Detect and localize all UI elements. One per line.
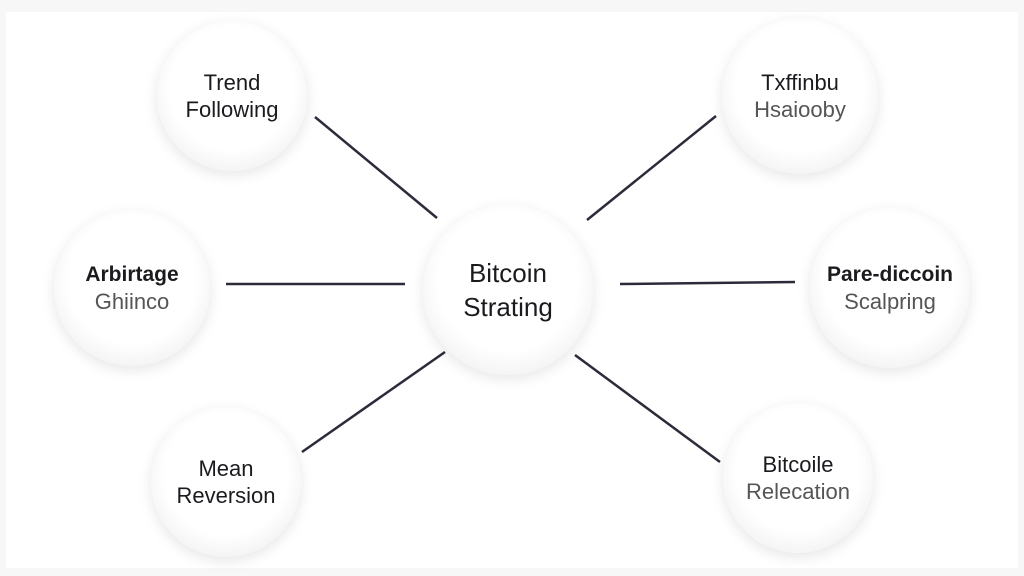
connector-mean-reversion	[301, 350, 446, 454]
node-trend-following: Trend Following	[157, 21, 307, 171]
node-line1: Bitcoile	[762, 452, 834, 477]
node-line1: Pare-diccoin	[826, 263, 954, 286]
connector-trend	[314, 116, 438, 219]
connector-scalping	[619, 280, 796, 286]
connector-top-right	[586, 115, 717, 221]
node-scalping: Pare-diccoin Scalpring	[810, 208, 970, 368]
node-line2: Following	[185, 97, 279, 122]
node-bitcoin-relecation: Bitcoile Relecation	[723, 403, 873, 553]
node-top-right: Txffinbu Hsaiooby	[722, 18, 878, 174]
node-line1: Mean	[198, 456, 254, 481]
node-line2: Hsaiooby	[754, 97, 846, 122]
node-line2: Relecation	[746, 479, 850, 504]
center-line2: Strating	[463, 292, 553, 322]
node-line2: Ghiinco	[94, 289, 170, 314]
node-arbitrage: Arbirtage Ghiinco	[54, 210, 210, 366]
node-line2: Reversion	[176, 483, 276, 508]
node-mean-reversion: Mean Reversion	[151, 407, 301, 557]
center-line1: Bitcoin	[468, 258, 548, 288]
node-line1: Arbirtage	[85, 263, 179, 286]
node-line1: Txffinbu	[761, 70, 839, 95]
node-line1: Trend	[203, 70, 261, 95]
connector-relecation	[574, 353, 721, 464]
center-node: Bitcoin Strating	[423, 205, 593, 375]
node-line2: Scalpring	[844, 289, 936, 314]
